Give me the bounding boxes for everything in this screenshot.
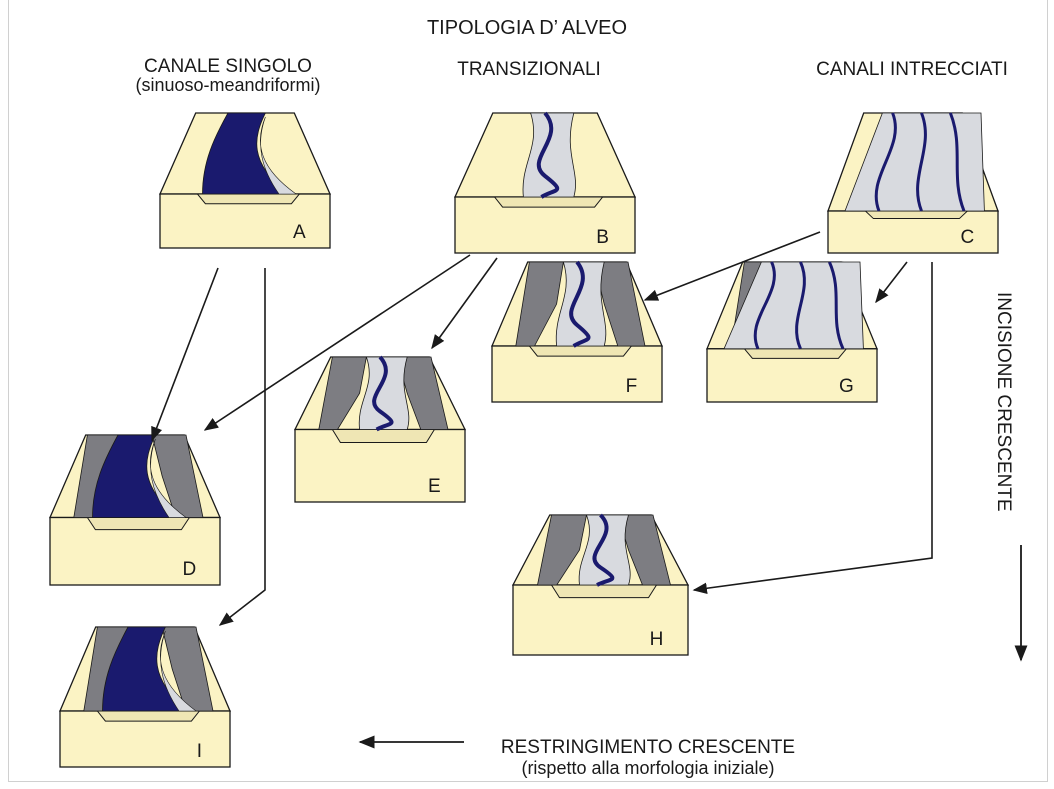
point-bar — [260, 116, 297, 195]
terrace-right — [617, 514, 672, 586]
block-label-i: I — [197, 741, 202, 762]
block-h: H — [511, 513, 690, 656]
channel-bed — [522, 112, 576, 198]
arrow-b-to-e — [431, 257, 498, 350]
thalweg — [569, 260, 591, 348]
horizontal-axis-label: RESTRINGIMENTO CRESCENTE — [500, 737, 796, 758]
thalweg — [372, 355, 394, 432]
block-f: F — [491, 260, 663, 403]
block-label-d: D — [183, 559, 197, 580]
braid-channel-3 — [949, 112, 966, 212]
terrace-left — [318, 356, 367, 430]
braid-channel-2 — [916, 112, 927, 212]
block-b: B — [453, 111, 637, 254]
column-header-braided: CANALI INTRECCIATI — [816, 59, 1008, 80]
braid-channel-1 — [753, 261, 776, 350]
arrow-a-to-i — [218, 268, 266, 626]
channel-notch — [493, 196, 604, 208]
terrace-left — [537, 514, 587, 586]
terrace-right — [151, 434, 204, 518]
terrace-right — [593, 261, 646, 347]
block-d: D — [49, 434, 221, 586]
block-label-c: C — [961, 227, 975, 248]
block-label-g: G — [839, 376, 854, 397]
arrow-c-to-g — [875, 261, 908, 304]
block-label-e: E — [428, 476, 441, 497]
channel-notch — [86, 517, 191, 531]
terrace-left — [515, 261, 564, 347]
block-label-a: A — [293, 222, 306, 243]
figure-title: TIPOLOGIA D’ ALVEO — [426, 17, 628, 39]
block-c: C — [827, 112, 999, 254]
channel-notch — [528, 345, 633, 357]
channel-notch — [864, 210, 969, 220]
block-g: G — [706, 261, 878, 403]
block-label-h: H — [650, 629, 664, 650]
block-label-f: F — [626, 376, 638, 397]
channel-notch — [331, 429, 436, 444]
braid-channel-1 — [874, 112, 897, 212]
channel-notch — [743, 348, 848, 359]
terrace-right — [161, 626, 214, 712]
arrow-c-to-h — [692, 262, 933, 594]
thalweg — [536, 111, 560, 199]
block-e: E — [293, 355, 467, 503]
horizontal-axis-sublabel: (rispetto alla morfologia iniziale) — [521, 758, 775, 778]
block-i: I — [59, 626, 231, 768]
channel-notch — [96, 710, 201, 722]
channel-bed — [578, 514, 631, 586]
column-subheader-single: (sinuoso-meandriformi) — [135, 75, 321, 95]
channel-bed — [358, 356, 410, 430]
thalweg — [592, 513, 615, 587]
channel-notch — [550, 584, 658, 599]
column-header-single: CANALE SINGOLO — [144, 56, 312, 77]
braidplain — [844, 112, 985, 212]
channel-bed — [555, 261, 607, 347]
figure-frame — [8, 0, 1048, 782]
terrace-right — [396, 356, 449, 430]
arrow-c-to-f — [643, 231, 821, 301]
column-header-transitional: TRANSIZIONALI — [457, 59, 601, 80]
block-a: A — [159, 112, 331, 249]
point-bar — [160, 631, 197, 712]
block-label-b: B — [596, 227, 609, 248]
braidplain — [723, 261, 864, 350]
point-bar — [150, 439, 187, 518]
channel-notch — [196, 193, 301, 205]
arrow-b-to-d — [203, 254, 471, 431]
arrow-a-to-d — [151, 267, 219, 442]
braid-channel-3 — [828, 261, 845, 350]
braid-channel-2 — [795, 261, 806, 350]
